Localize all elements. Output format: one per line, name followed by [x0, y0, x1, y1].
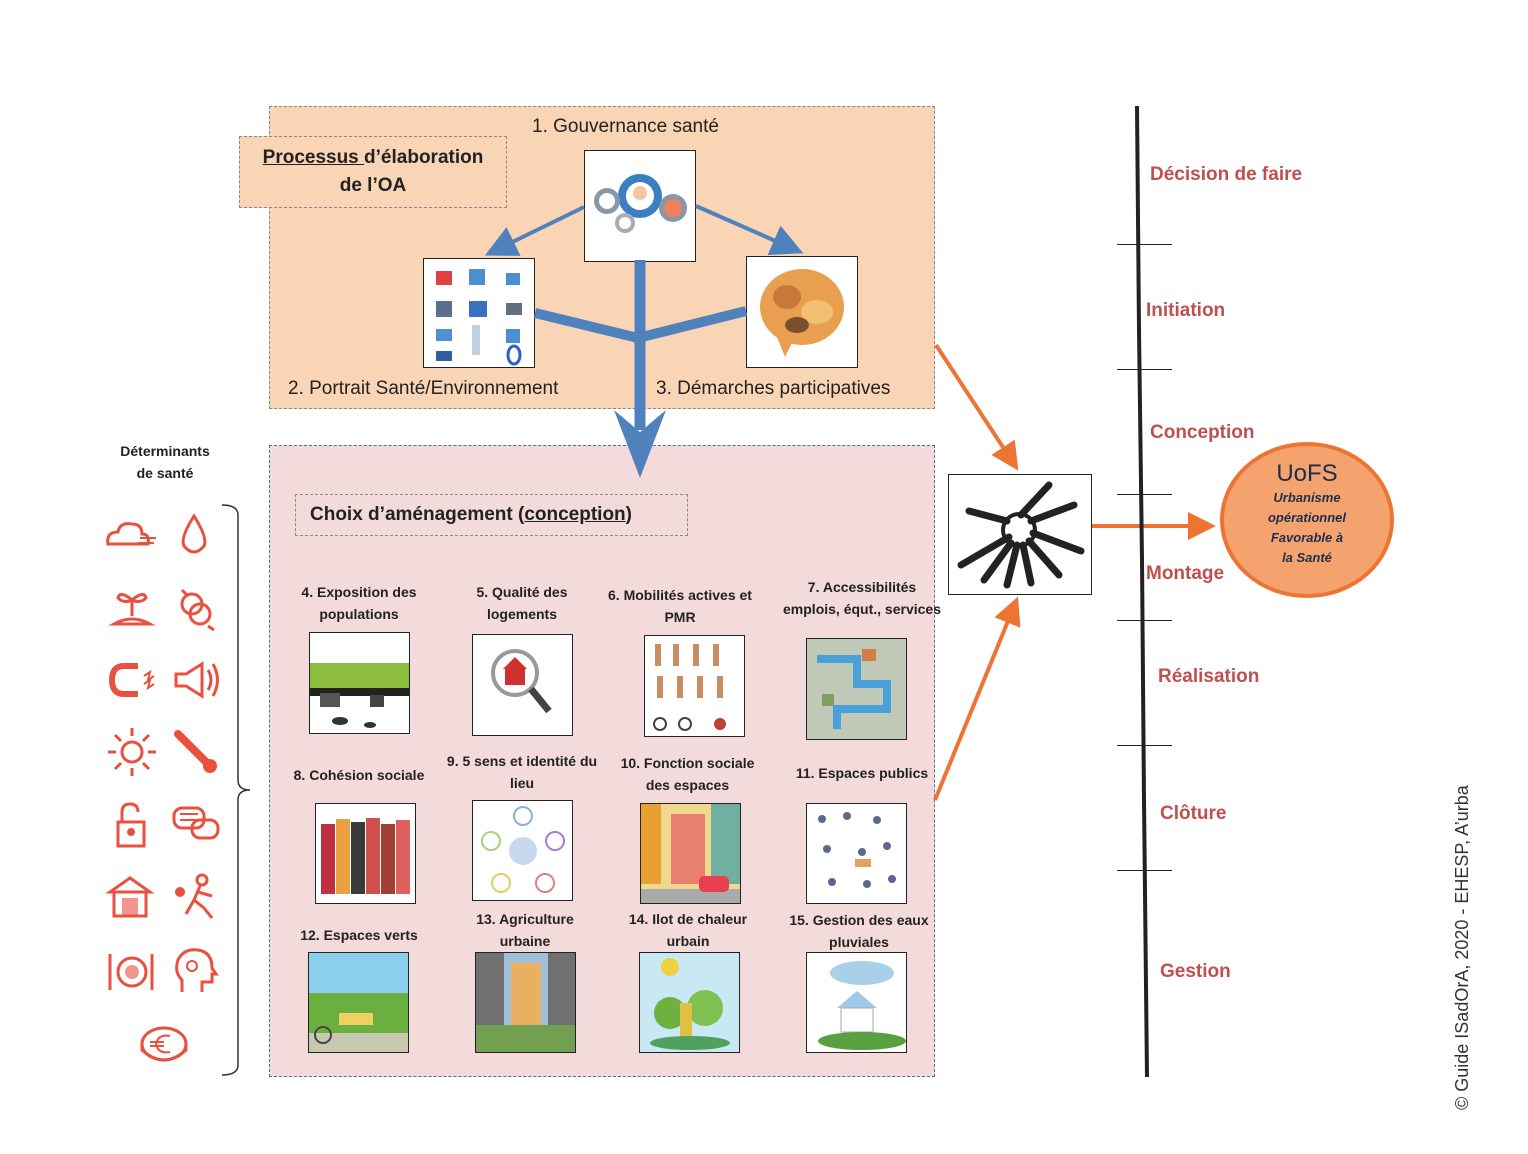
uofs-subtitle-line: la Santé [1282, 550, 1332, 565]
phase-conception: Conception [1150, 422, 1255, 443]
choix-title: Choix d’aménagement (conception) [295, 494, 688, 536]
timeline-tick [1117, 369, 1172, 370]
bunch-of-keys-image [948, 474, 1092, 595]
green-city-sun-image [639, 952, 740, 1053]
determinants-brace [221, 504, 251, 1076]
arrow-choix-to-keys [933, 596, 1021, 801]
noise-megaphone-icon [168, 652, 224, 704]
item-15-label: 15. Gestion des eaux pluviales [789, 912, 929, 950]
item-12-label: 12. Espaces verts [300, 927, 418, 943]
magnifier-house-icon [491, 649, 552, 714]
allergen-pollen-icon [168, 580, 224, 632]
choix-title-prefix: Choix d’aménagement ( [310, 504, 525, 525]
people-scooters-bikes-image [644, 635, 745, 737]
item-5-label: 5. Qualité des logements [476, 584, 568, 622]
process-label-underlined: Processus [262, 147, 365, 168]
city-map-icon [807, 639, 906, 739]
city-skyline-pollution-image [309, 632, 410, 734]
step-2-label: 2. Portrait Santé/Environnement [288, 378, 559, 399]
city-map-image [806, 638, 907, 740]
phase-gestion: Gestion [1160, 961, 1231, 982]
water-drop-icon [166, 510, 222, 562]
item-13-label: 13. Agriculture urbaine [476, 911, 574, 949]
city-skyline-icon [310, 663, 409, 728]
uofs-subtitle-line: opérationnel [1267, 510, 1346, 525]
item-7-label: 7. Accessibilités emplois, équt., servic… [783, 579, 941, 617]
gears-people-image [584, 150, 696, 262]
uofs-subtitle-line: Urbanisme [1273, 490, 1341, 505]
buildings-garden-icon [476, 953, 575, 1052]
house-rain-icon [818, 961, 906, 1050]
income-euro-coin-icon [136, 1018, 192, 1070]
crowd-icon [760, 269, 844, 357]
item-4-label: 4. Exposition des populations [301, 584, 417, 622]
item-6-label: 6. Mobilités actives et PMR [608, 587, 752, 625]
phase-realisation: Réalisation [1158, 666, 1260, 687]
gears-icon [594, 174, 687, 233]
colorful-street-image [640, 803, 741, 904]
timeline-tick [1117, 494, 1172, 495]
street-icon [641, 804, 740, 903]
isometric-icons [436, 269, 522, 366]
food-plate-icon [104, 944, 160, 996]
uofs-bubble: UoFS Urbanisme opérationnel Favorable à … [1220, 442, 1394, 598]
green-city-icon [640, 953, 739, 1052]
keys-icon [957, 481, 1085, 589]
choix-title-underlined: conception [524, 504, 626, 525]
thermometer-icon [168, 724, 224, 776]
choix-title-suffix: ) [625, 504, 632, 525]
timeline-tick [1117, 244, 1172, 245]
timeline-tick [1117, 870, 1172, 871]
social-chat-icon [168, 798, 224, 850]
process-label: Processus d’élaboration de l’OA [239, 136, 507, 208]
item-9-label: 9. 5 sens et identité du lieu [446, 753, 598, 791]
process-label-rest: d’élaboration [364, 147, 484, 168]
determinants-title: Déterminants de santé [100, 440, 230, 484]
house-rain-cloud-image [806, 952, 907, 1053]
five-senses-diagram-image [472, 800, 573, 901]
process-label-line2: de l’OA [339, 175, 407, 196]
item-10-label: 10. Fonction sociale des espaces [620, 755, 755, 793]
urban-buildings-garden-image [475, 952, 576, 1053]
security-padlock-icon [104, 798, 160, 850]
magnifier-house-image [472, 634, 573, 736]
step-1-label: 1. Gouvernance santé [532, 116, 719, 137]
isometric-data-icons-image [423, 258, 535, 368]
physical-activity-icon [168, 870, 224, 922]
diverse-group-image [315, 803, 416, 904]
phase-initiation: Initiation [1146, 300, 1226, 321]
five-senses-icon [481, 806, 565, 893]
sun-icon [104, 724, 160, 776]
determinants-title-line1: Déterminants [120, 443, 210, 459]
phase-cloture: Clôture [1160, 803, 1227, 824]
step-3-label: 3. Démarches participatives [656, 378, 891, 399]
item-14-label: 14. Ilot de chaleur urbain [628, 911, 748, 949]
park-image [308, 952, 409, 1053]
item-8-label: 8. Cohésion sociale [293, 767, 425, 783]
uofs-title: UoFS [1276, 460, 1338, 487]
people-in-public-space-image [806, 803, 907, 904]
phase-montage: Montage [1146, 563, 1225, 584]
timeline-axis [1135, 105, 1149, 1078]
public-space-icon [818, 812, 896, 888]
timeline-tick [1117, 745, 1172, 746]
air-wind-icon [102, 510, 158, 562]
electromagnetic-magnet-icon [104, 652, 160, 704]
phase-decision: Décision de faire [1150, 164, 1303, 185]
item-11-label: 11. Espaces publics [795, 765, 929, 781]
soil-plant-icon [104, 580, 160, 632]
mental-health-head-icon [168, 944, 224, 996]
timeline-tick [1117, 620, 1172, 621]
uofs-subtitle-line: Favorable à [1270, 530, 1344, 545]
housing-icon [104, 870, 160, 922]
park-icon [309, 953, 408, 1052]
arrow-process-to-keys [934, 343, 1019, 471]
group-people-icon [321, 818, 410, 894]
crowd-speech-bubble-image [746, 256, 858, 368]
copyright-text: © Guide ISadOrA, 2020 - EHESP, A’urba [1452, 785, 1472, 1110]
determinants-title-line2: de santé [136, 465, 194, 481]
mobility-icon [653, 644, 726, 731]
